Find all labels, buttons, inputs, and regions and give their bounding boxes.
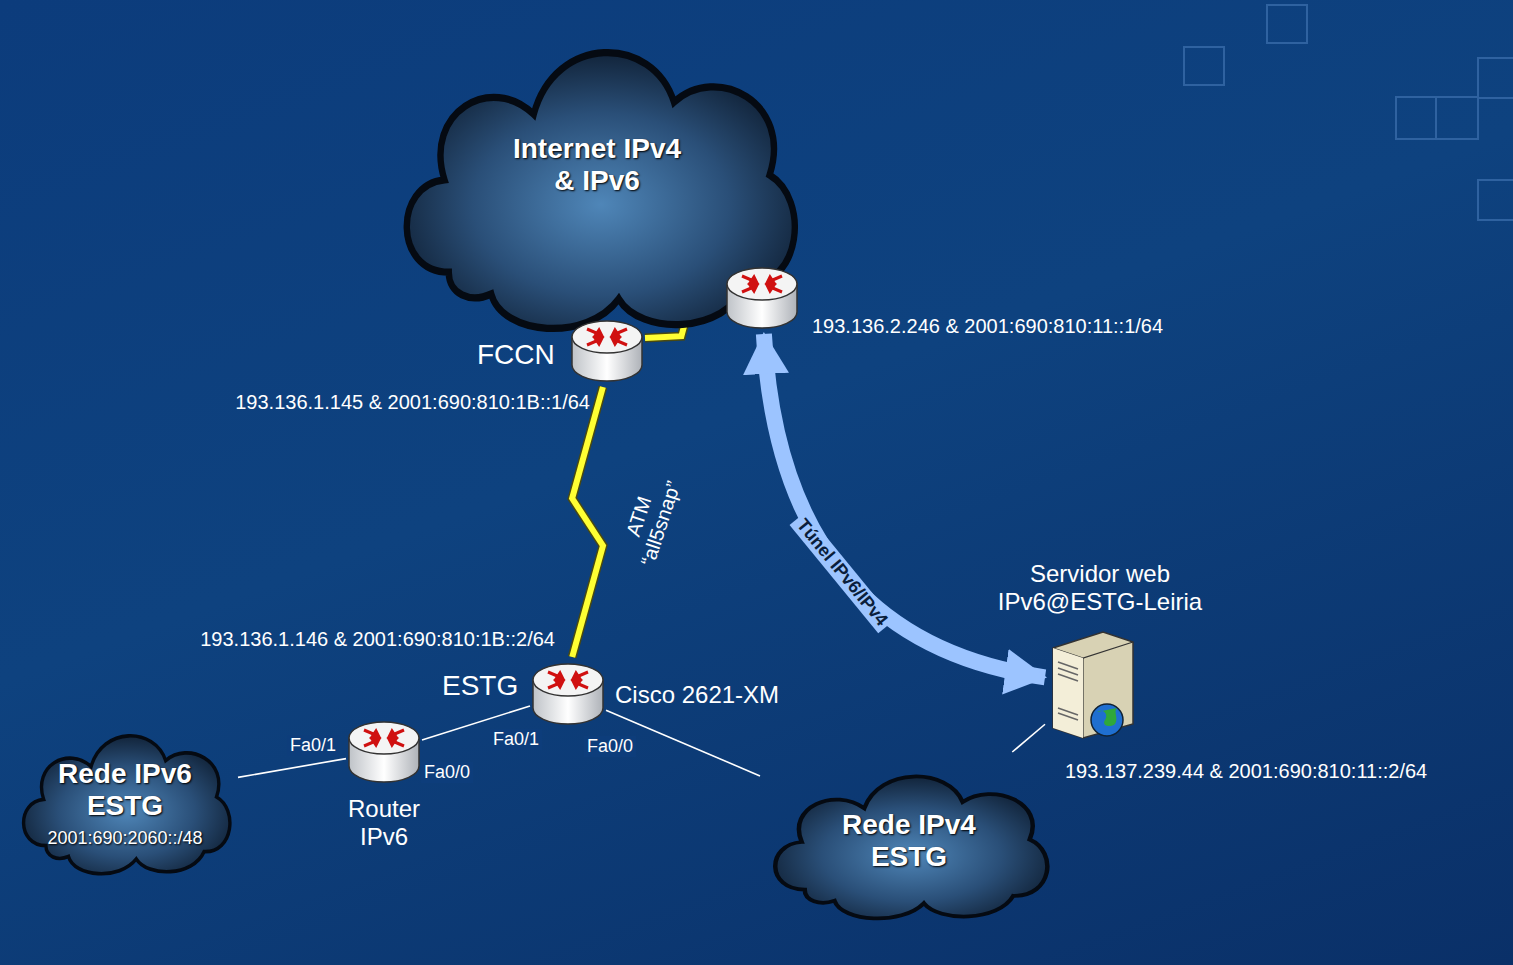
router-icon <box>569 315 645 387</box>
lightning-link <box>572 387 603 657</box>
router-icon <box>530 657 606 731</box>
node-title: Servidor web IPv6@ESTG-Leiria <box>990 560 1210 616</box>
node-title: FCCN <box>477 339 555 371</box>
edge-label: ATM “all5snap” <box>611 461 689 580</box>
router-icon <box>346 716 422 788</box>
node-text: 193.136.1.146 & 2001:690:810:1B::2/64 <box>200 628 555 651</box>
router-node: FCCN193.136.1.145 & 2001:690:810:1B::1/6… <box>569 315 645 387</box>
node-title: 193.136.2.246 & 2001:690:810:11::1/64 <box>812 315 1163 338</box>
server-icon <box>1045 628 1140 740</box>
node-text: 2001:690:2060::/48 <box>12 828 238 849</box>
ethernet-link <box>238 759 346 778</box>
node-text: 193.137.239.44 & 2001:690:810:11::2/64 <box>1065 760 1427 783</box>
edge-label: Túnel IPv6/IPv4 <box>790 512 895 634</box>
port-label: Fa0/0 <box>584 736 636 757</box>
node-title: Internet IPv4 & IPv6 <box>507 133 687 197</box>
router-node: Router IPv6 <box>346 716 422 788</box>
port-label: Fa0/0 <box>421 762 473 783</box>
port-label: Fa0/1 <box>287 735 339 756</box>
node-title: Rede IPv6 ESTG <box>40 758 210 822</box>
node-text: 193.136.1.145 & 2001:690:810:1B::1/64 <box>235 391 590 414</box>
cloud-region: Rede IPv6 ESTG2001:690:2060::/48 <box>12 712 238 882</box>
router-icon <box>724 262 800 334</box>
cloud-region: Rede IPv4 ESTG <box>760 752 1058 927</box>
port-label: Fa0/1 <box>490 729 542 750</box>
node-title: ESTG <box>442 670 518 702</box>
router-node: 193.136.2.246 & 2001:690:810:11::1/64 <box>724 262 800 334</box>
tunnel-arrow <box>764 334 1045 677</box>
server-node: Servidor web IPv6@ESTG-Leiria193.137.239… <box>1045 628 1140 740</box>
router-node: ESTG193.136.1.146 & 2001:690:810:1B::2/6… <box>530 657 606 731</box>
node-title: Rede IPv4 ESTG <box>834 809 984 873</box>
node-title: Router IPv6 <box>339 795 429 851</box>
ethernet-link <box>1012 724 1045 752</box>
node-text: Cisco 2621-XM <box>615 681 779 709</box>
